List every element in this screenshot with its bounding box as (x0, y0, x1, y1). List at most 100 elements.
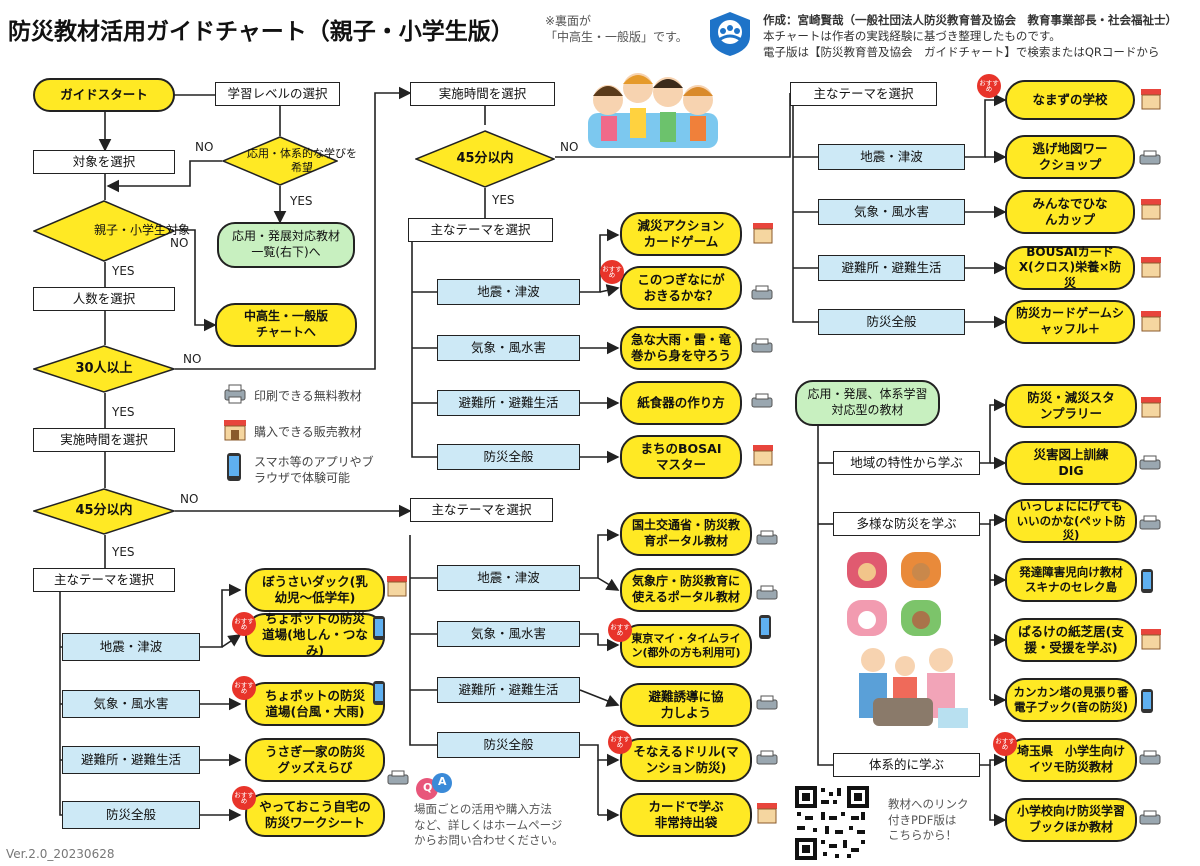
theme-select-node-left[interactable]: 主なテーマを選択 (33, 568, 175, 592)
material-l5[interactable]: やっておこう自宅の防災ワークシート (245, 793, 385, 837)
material-r4[interactable]: BOUSAIカードX(クロス)栄養×防災 (1005, 245, 1135, 290)
printer-icon (750, 338, 774, 356)
material-a4[interactable]: 発達障害児向け教材スキナのセレク島 (1005, 558, 1137, 602)
material-m3[interactable]: 急な大雨・雷・竜巻から身を守ろう (620, 326, 742, 370)
time-select-node-left[interactable]: 実施時間を選択 (33, 428, 175, 452)
applied-list-node[interactable]: 応用・発展対応教材一覧(右下)へ (217, 222, 355, 268)
start-node[interactable]: ガイドスタート (33, 78, 175, 112)
legend-shop: 購入できる販売教材 (254, 425, 362, 439)
level-select-node[interactable]: 学習レベルの選択 (215, 82, 340, 106)
target-decision[interactable]: 親子・小学生対象 (33, 200, 190, 262)
version-label: Ver.2.0_20230628 (6, 847, 115, 861)
material-b1[interactable]: 国土交通省・防災教育ポータル教材 (620, 512, 752, 556)
theme-general-right[interactable]: 防災全般 (818, 309, 965, 335)
material-a1[interactable]: 防災・減災スタンプラリー (1005, 384, 1137, 428)
material-l4[interactable]: うさぎ一家の防災グッズえらび (245, 738, 385, 782)
material-m4[interactable]: 紙食器の作り方 (620, 381, 742, 425)
theme-weather-left[interactable]: 気象・風水害 (62, 690, 200, 718)
qa-bubble-icon: Q A (414, 772, 454, 802)
material-a7[interactable]: 埼玉県 小学生向けイツモ防災教材 (1005, 738, 1137, 782)
smartphone-icon (372, 680, 386, 706)
material-r5[interactable]: 防災カードゲームシャッフル＋ (1005, 300, 1135, 344)
material-m1[interactable]: 減災アクションカードゲーム (620, 212, 742, 256)
no-label: NO (183, 352, 202, 366)
material-l1[interactable]: ぼうさいダック(乳幼児～低学年) (245, 568, 385, 612)
material-b2[interactable]: 気象庁・防災教育に使えるポータル教材 (620, 568, 752, 612)
recommend-badge: おすすめ (600, 260, 624, 284)
material-m5[interactable]: まちのBOSAIマスター (620, 435, 742, 479)
theme-select-node-bottom-mid[interactable]: 主なテーマを選択 (410, 498, 553, 522)
theme-select-node-mid[interactable]: 主なテーマを選択 (408, 218, 553, 242)
material-l2[interactable]: ちょボットの防災道場(地しん・つなみ) (245, 611, 385, 658)
qa-note-line-2: など、詳しくはホームページ (414, 817, 563, 832)
qr-note-line-2: 付きPDF版は (888, 812, 957, 827)
material-b3[interactable]: 東京マイ・タイムライン(都外の方も利用可) (620, 624, 752, 668)
theme-shelter-bottom[interactable]: 避難所・避難生活 (437, 677, 580, 703)
printer-icon (1138, 150, 1162, 168)
theme-quake-right[interactable]: 地震・津波 (818, 144, 965, 170)
theme-shelter-mid[interactable]: 避難所・避難生活 (437, 390, 580, 416)
theme-shelter-right[interactable]: 避難所・避難生活 (818, 255, 965, 281)
page-title: 防災教材活用ガイドチャート（親子・小学生版） (8, 19, 514, 45)
printer-icon (750, 285, 774, 303)
over45-top-decision[interactable]: 45分以内 (415, 130, 555, 188)
logo-icon (706, 10, 754, 58)
time-select-node-top[interactable]: 実施時間を選択 (410, 82, 555, 106)
material-a3[interactable]: いっしょににげてもいいのかな(ペット防災) (1005, 499, 1137, 543)
material-r1[interactable]: なまずの学校 (1005, 80, 1135, 120)
credit-digital: 電子版は【防災教育普及協会 ガイドチャート】で検索またはQRコードから (763, 45, 1160, 60)
material-b6[interactable]: カードで学ぶ非常持出袋 (620, 793, 752, 837)
printer-icon (386, 770, 410, 788)
theme-quake-bottom[interactable]: 地震・津波 (437, 565, 580, 591)
smartphone-icon (372, 615, 386, 641)
advanced-header[interactable]: 応用・発展、体系学習対応型の教材 (795, 380, 940, 426)
theme-general-left[interactable]: 防災全般 (62, 801, 200, 829)
advanced-local[interactable]: 地域の特性から学ぶ (833, 451, 980, 475)
count-select-node[interactable]: 人数を選択 (33, 287, 175, 311)
advanced-systematic[interactable]: 体系的に学ぶ (833, 753, 980, 777)
material-a8[interactable]: 小学校向け防災学習ブックほか教材 (1005, 798, 1137, 842)
credit-block: 作成：宮崎賢哉（一般社団法人防災教育普及協会 教育事業部長・社会福祉士） 本チャ… (763, 12, 1177, 60)
shop-icon (1140, 88, 1162, 110)
smartphone-icon (1140, 688, 1154, 714)
theme-general-mid[interactable]: 防災全般 (437, 444, 580, 470)
material-b5[interactable]: そなえるドリル(マンション防災) (620, 738, 752, 782)
over30-decision[interactable]: 30人以上 (33, 345, 175, 393)
credit-disclaimer: 本チャートは作者の実践経験に基づき整理したものです。 (763, 29, 1061, 44)
material-a5[interactable]: ぱるけの紙芝居(支援・受援を学ぶ) (1005, 618, 1137, 662)
theme-general-bottom[interactable]: 防災全般 (437, 732, 580, 758)
over45-left-decision[interactable]: 45分以内 (33, 488, 175, 535)
advanced-various[interactable]: 多様な防災を学ぶ (833, 512, 980, 536)
shop-icon (1140, 198, 1162, 220)
recommend-badge: おすすめ (993, 732, 1017, 756)
target-select-node[interactable]: 対象を選択 (33, 150, 175, 174)
material-a6[interactable]: カンカン塔の見張り番電子ブック(音の防災) (1005, 678, 1137, 722)
printer-icon (755, 695, 779, 713)
theme-weather-bottom[interactable]: 気象・風水害 (437, 621, 580, 647)
recommend-badge: おすすめ (232, 676, 256, 700)
recommend-badge: おすすめ (608, 730, 632, 754)
theme-quake-mid[interactable]: 地震・津波 (437, 279, 580, 305)
to-general-chart-node[interactable]: 中高生・一般版チャートへ (215, 303, 357, 347)
theme-quake-left[interactable]: 地震・津波 (62, 633, 200, 661)
applied-decision[interactable]: 応用・体系的な学びを希望 (222, 136, 357, 186)
yes-label: YES (112, 545, 135, 559)
theme-shelter-left[interactable]: 避難所・避難生活 (62, 746, 200, 774)
theme-weather-right[interactable]: 気象・風水害 (818, 199, 965, 225)
printer-icon (755, 750, 779, 768)
theme-select-node-top-right[interactable]: 主なテーマを選択 (790, 82, 937, 106)
material-l3[interactable]: ちょボットの防災道場(台風・大雨) (245, 682, 385, 726)
material-r2[interactable]: 逃げ地図ワークショップ (1005, 135, 1135, 179)
shop-icon (752, 222, 774, 244)
material-m2[interactable]: このつぎなにがおきるかな？ (620, 266, 742, 310)
printer-icon (1138, 515, 1162, 533)
kids-illustration (583, 58, 723, 148)
material-b4[interactable]: 避難誘導に協力しよう (620, 683, 752, 727)
material-r3[interactable]: みんなでひなんカップ (1005, 190, 1135, 234)
material-a2[interactable]: 災害図上訓練DIG (1005, 441, 1137, 485)
qr-note: 教材へのリンク 付きPDF版は こちらから！ (888, 797, 969, 844)
theme-weather-mid[interactable]: 気象・風水害 (437, 335, 580, 361)
qr-code[interactable] (795, 786, 869, 860)
yes-label: YES (290, 194, 313, 208)
printer-icon (1138, 455, 1162, 473)
